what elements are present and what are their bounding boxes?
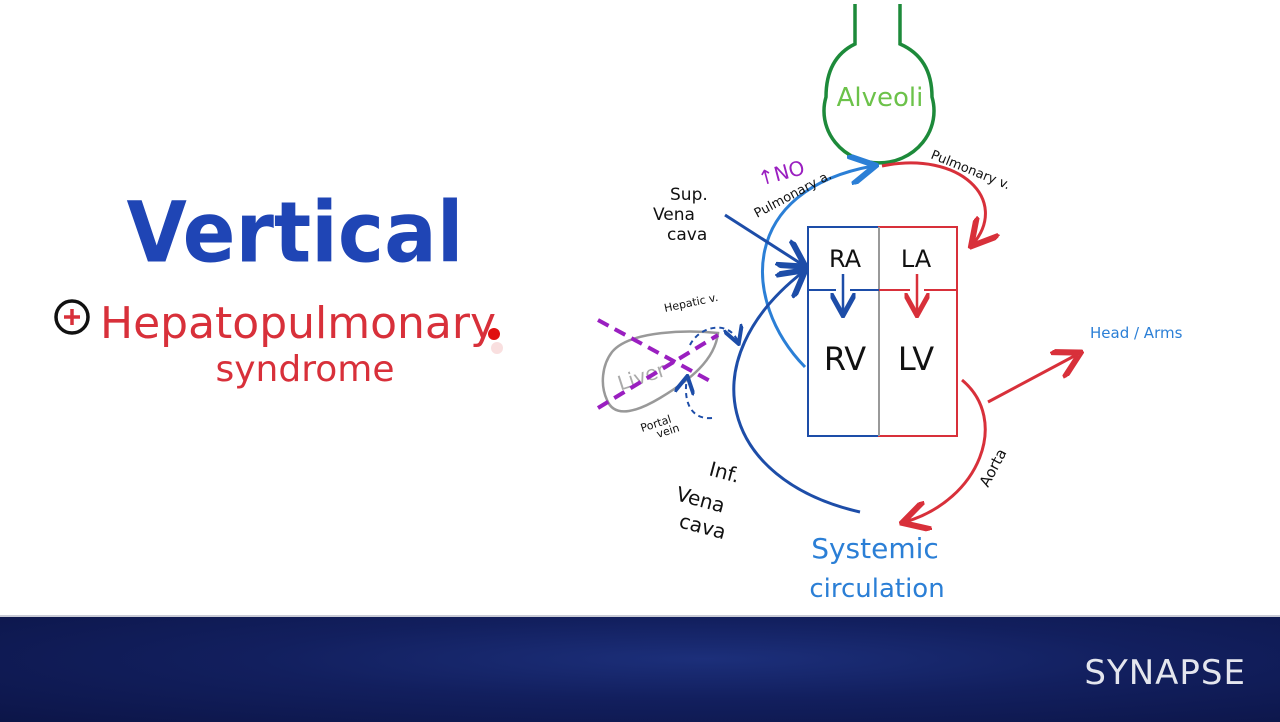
label-sup-vena-cava: Sup. Vena cava <box>653 185 708 245</box>
inf-vena-cava-arrow <box>732 272 861 514</box>
label-lv: LV <box>898 340 934 378</box>
brand-logo: SYNAPSE <box>1084 653 1246 693</box>
pulmonary-artery-arrow <box>761 166 873 369</box>
whiteboard-diagram: Vertical Hepatopulmonary syndrome Alveol… <box>54 4 1183 604</box>
label-rv: RV <box>824 340 866 378</box>
label-pulmonary-vein: Pulmonary v. <box>929 148 1013 193</box>
label-hepatic-vein: Hepatic v. <box>663 291 719 315</box>
title-hepatopulmonary: Hepatopulmonary <box>100 298 496 349</box>
title-syndrome: syndrome <box>216 349 395 390</box>
label-inf-vena-cava: Inf. Vena cava <box>674 457 743 544</box>
title-vertical: Vertical <box>126 185 463 283</box>
laser-pointer-dot <box>488 328 503 354</box>
label-ra: RA <box>829 245 862 273</box>
svg-text:Inf.: Inf. <box>707 457 743 488</box>
label-portal-vein: Portal vein <box>639 413 681 441</box>
pulmonary-vein-arrow <box>881 161 985 244</box>
svg-text:cava: cava <box>667 225 707 245</box>
sup-vena-cava-arrow <box>724 213 803 265</box>
plus-circle-icon <box>54 299 90 335</box>
label-la: LA <box>901 245 932 273</box>
svg-text:Systemic: Systemic <box>811 532 939 565</box>
footer-banner: SYNAPSE <box>0 615 1280 722</box>
svg-text:circulation: circulation <box>809 574 944 604</box>
svg-text:Alveoli: Alveoli <box>837 83 924 113</box>
aorta-arrow <box>905 378 987 522</box>
svg-text:Sup.: Sup. <box>670 185 708 205</box>
svg-text:Vena: Vena <box>653 205 695 225</box>
alveoli: Alveoli <box>822 4 936 165</box>
heart-chambers: RA LA RV LV <box>807 226 958 437</box>
head-arms-arrow <box>987 354 1078 404</box>
liver: Liver <box>601 328 738 420</box>
label-systemic-circulation: Systemic circulation <box>809 532 944 604</box>
svg-text:Liver: Liver <box>614 357 669 395</box>
label-head-arms: Head / Arms <box>1090 324 1183 342</box>
cross-out-mark <box>596 318 720 410</box>
